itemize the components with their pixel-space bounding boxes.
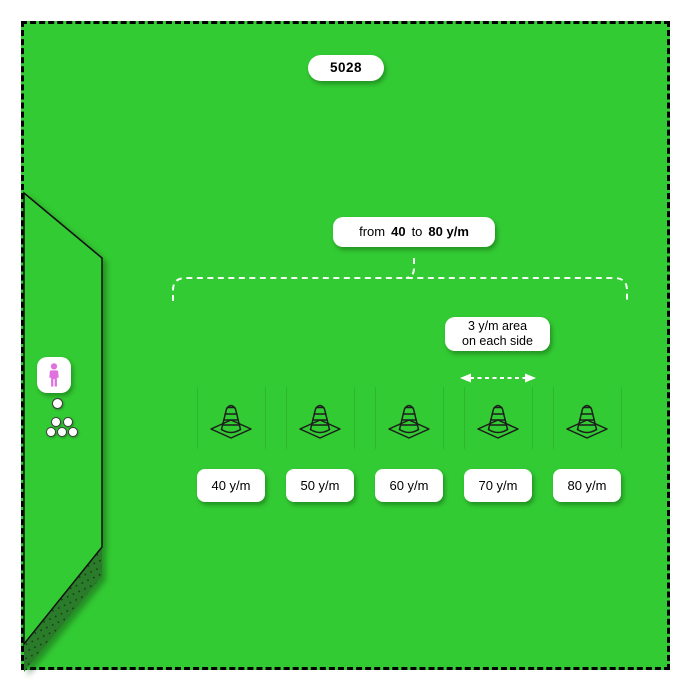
zone-boundary-left: [286, 387, 287, 449]
distance-label: 60 y/m: [375, 469, 443, 502]
player-icon-box: [37, 357, 71, 393]
ball: [46, 427, 56, 437]
person-icon: [49, 363, 59, 387]
distance-marker: 60 y/m: [364, 387, 454, 507]
zone-boundary-left: [197, 387, 198, 449]
arrow-head-left-icon: [460, 373, 471, 383]
ball: [57, 427, 67, 437]
area-width-arrow: [460, 373, 536, 383]
ball: [68, 427, 78, 437]
zone-boundary-right: [265, 387, 266, 449]
ball: [63, 417, 73, 427]
distance-label: 40 y/m: [197, 469, 265, 502]
range-callout: from 40 to 80 y/m: [333, 217, 495, 247]
traffic-cone-icon: [210, 404, 252, 439]
distance-marker: 70 y/m: [453, 387, 543, 507]
traffic-cone-icon: [299, 404, 341, 439]
zone-boundary-left: [553, 387, 554, 449]
area-callout-line1: 3 y/m area: [467, 319, 528, 333]
ball: [51, 417, 61, 427]
range-to-word: to: [411, 224, 423, 239]
range-from-word: from: [359, 224, 386, 239]
zone-boundary-right: [532, 387, 533, 449]
area-callout-line2: on each side: [462, 334, 533, 348]
zone-boundary-right: [354, 387, 355, 449]
traffic-cone-icon: [477, 404, 519, 439]
field-area: [21, 21, 670, 670]
drill-number-badge: 5028: [308, 55, 384, 81]
arrow-head-right-icon: [525, 373, 536, 383]
ball: [52, 398, 63, 409]
traffic-cone-icon: [388, 404, 430, 439]
distance-marker: 40 y/m: [186, 387, 276, 507]
distance-label: 80 y/m: [553, 469, 621, 502]
distance-marker: 80 y/m: [542, 387, 632, 507]
zone-boundary-left: [464, 387, 465, 449]
distance-marker: 50 y/m: [275, 387, 365, 507]
range-start-value: 40: [391, 224, 406, 239]
traffic-cone-icon: [566, 404, 608, 439]
zone-boundary-right: [621, 387, 622, 449]
distance-label: 70 y/m: [464, 469, 532, 502]
zone-boundary-left: [375, 387, 376, 449]
range-end-value: 80 y/m: [428, 224, 469, 239]
area-callout: 3 y/m area on each side: [445, 317, 550, 351]
zone-boundary-right: [443, 387, 444, 449]
distance-label: 50 y/m: [286, 469, 354, 502]
